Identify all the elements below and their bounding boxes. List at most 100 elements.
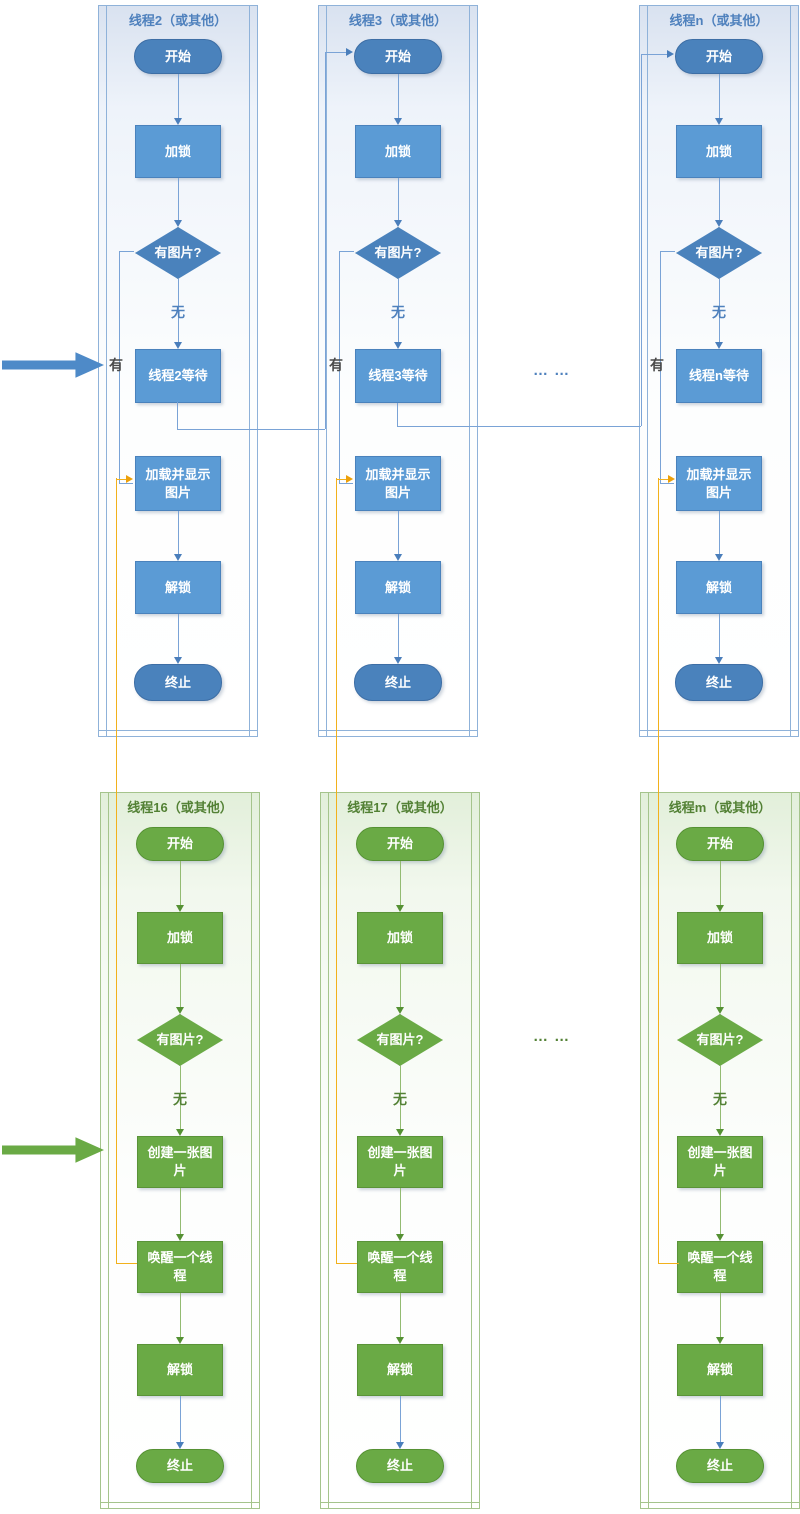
swimlane-thread-m: 线程m（或其他） 开始 加锁 有图片? 无 创建一张图片 唤醒一个线程 解锁 终…	[640, 792, 800, 1509]
flow-connector	[720, 861, 721, 905]
start-node: 开始	[136, 827, 224, 861]
lane-inner-border	[251, 793, 252, 1508]
create-image-node: 创建一张图片	[357, 1136, 443, 1188]
arrowhead-down-icon	[396, 1234, 404, 1241]
flow-connector	[180, 1293, 181, 1337]
swimlane-thread-n: 线程n（或其他） 开始 加锁 有图片? 无 线程n等待 加载并显示图片 解锁 终…	[639, 5, 799, 737]
arrowhead-down-icon	[174, 220, 182, 227]
flow-connector	[720, 1188, 721, 1234]
arrowhead-down-icon	[396, 1442, 404, 1449]
no-branch-label: 无	[173, 1091, 187, 1107]
unlock-node: 解锁	[135, 561, 221, 614]
arrowhead-down-icon	[176, 1442, 184, 1449]
end-node: 终止	[675, 664, 763, 701]
decision-node: 有图片?	[357, 1014, 443, 1066]
lane-title: 线程17（或其他）	[347, 800, 453, 815]
end-node: 终止	[354, 664, 442, 701]
arrowhead-down-icon	[174, 657, 182, 664]
load-image-node: 加载并显示图片	[676, 456, 762, 511]
lock-node: 加锁	[676, 125, 762, 178]
arrowhead-down-icon	[176, 1007, 184, 1014]
flow-connector	[398, 614, 399, 657]
wake-thread-node: 唤醒一个线程	[137, 1241, 223, 1293]
arrowhead-right-icon	[126, 475, 133, 483]
lane-title: 线程n（或其他）	[669, 13, 769, 28]
wait-node: 线程2等待	[135, 349, 221, 403]
start-node: 开始	[134, 39, 222, 74]
flow-connector	[178, 178, 179, 220]
arrowhead-down-icon	[174, 554, 182, 561]
arrowhead-down-icon	[715, 118, 723, 125]
yes-branch-connector	[660, 251, 675, 252]
arrowhead-down-icon	[394, 118, 402, 125]
decision-node: 有图片?	[677, 1014, 763, 1066]
ellipsis-consumer: … …	[533, 362, 571, 379]
flow-connector	[400, 1396, 401, 1442]
arrowhead-right-icon	[346, 475, 353, 483]
green-callout-arrow-icon	[2, 1137, 104, 1163]
arrowhead-down-icon	[394, 220, 402, 227]
no-branch-label: 无	[713, 1091, 727, 1107]
decision-node: 有图片?	[355, 227, 441, 279]
lock-node: 加锁	[677, 912, 763, 964]
arrowhead-down-icon	[394, 657, 402, 664]
wait-to-next-start-connector	[325, 52, 346, 53]
arrowhead-down-icon	[396, 905, 404, 912]
wake-to-load-connector	[336, 478, 337, 1263]
arrowhead-down-icon	[176, 1337, 184, 1344]
lock-node: 加锁	[135, 125, 221, 178]
no-branch-label: 无	[393, 1091, 407, 1107]
flow-connector	[720, 964, 721, 1007]
flow-connector	[400, 1293, 401, 1337]
wake-to-load-connector	[658, 479, 668, 480]
load-image-node: 加载并显示图片	[135, 456, 221, 511]
lane-title: 线程16（或其他）	[127, 800, 233, 815]
arrowhead-down-icon	[716, 1337, 724, 1344]
no-branch-label: 无	[712, 304, 726, 320]
end-node: 终止	[136, 1449, 224, 1483]
lane-inner-border	[249, 6, 250, 736]
arrowhead-down-icon	[394, 554, 402, 561]
yes-branch-connector	[119, 251, 120, 483]
flow-connector	[180, 964, 181, 1007]
flow-connector	[719, 74, 720, 118]
yes-branch-connector	[660, 483, 674, 484]
arrowhead-down-icon	[396, 1337, 404, 1344]
swimlane-thread-16: 线程16（或其他） 开始 加锁 有图片? 无 创建一张图片 唤醒一个线程 解锁 …	[100, 792, 260, 1509]
lane-inner-border	[647, 6, 648, 736]
arrowhead-down-icon	[715, 342, 723, 349]
end-node: 终止	[676, 1449, 764, 1483]
lane-inner-border	[99, 730, 257, 731]
wake-to-load-connector	[336, 479, 346, 480]
flow-connector	[719, 178, 720, 220]
yes-branch-connector	[119, 483, 133, 484]
flow-connector	[719, 279, 720, 342]
lane-inner-border	[101, 1502, 259, 1503]
flow-connector	[180, 1188, 181, 1234]
swimlane-thread-17: 线程17（或其他） 开始 加锁 有图片? 无 创建一张图片 唤醒一个线程 解锁 …	[320, 792, 480, 1509]
flow-connector	[400, 1188, 401, 1234]
arrowhead-down-icon	[174, 118, 182, 125]
lane-inner-border	[648, 793, 649, 1508]
arrowhead-right-icon	[668, 475, 675, 483]
unlock-node: 解锁	[355, 561, 441, 614]
flow-connector	[400, 1066, 401, 1129]
wait-to-next-start-connector	[641, 54, 642, 426]
lane-inner-border	[790, 6, 791, 736]
lock-node: 加锁	[357, 912, 443, 964]
no-branch-label: 无	[171, 304, 185, 320]
create-image-node: 创建一张图片	[677, 1136, 763, 1188]
unlock-node: 解锁	[357, 1344, 443, 1396]
create-image-node: 创建一张图片	[137, 1136, 223, 1188]
flow-connector	[400, 861, 401, 905]
wait-node: 线程3等待	[355, 349, 441, 403]
flow-connector	[178, 511, 179, 554]
yes-branch-label: 有	[109, 357, 123, 373]
arrowhead-down-icon	[716, 1442, 724, 1449]
lane-inner-border	[641, 1502, 799, 1503]
wait-to-next-start-connector	[641, 54, 667, 55]
arrowhead-down-icon	[176, 1129, 184, 1136]
lane-inner-border	[108, 793, 109, 1508]
arrowhead-down-icon	[396, 1007, 404, 1014]
swimlane-thread-3: 线程3（或其他） 开始 加锁 有图片? 无 线程3等待 加载并显示图片 解锁 终…	[318, 5, 478, 737]
